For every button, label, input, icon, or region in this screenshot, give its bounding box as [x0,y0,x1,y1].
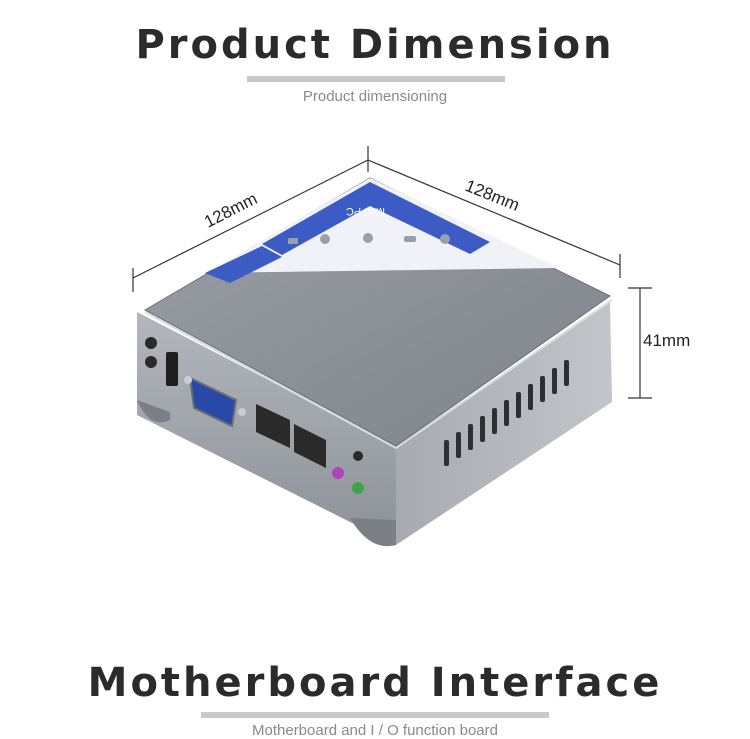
front-io-ports [145,337,364,494]
title-underline [247,76,505,82]
dimension-width-label: 128mm [201,189,260,232]
hdmi-port-icon [166,352,178,386]
side-vents [444,360,569,466]
power-button-icon [145,337,157,349]
section-title-motherboard-interface: Motherboard Interface [87,660,663,706]
section-subtitle-product-dimension: Product dimensioning [302,88,448,105]
dimension-depth-label: 128mm [463,176,523,215]
mini-pc-product-image: 128mm 128mm 41mm Mini-PC [132,146,690,547]
dimension-lines [132,146,652,399]
mic-jack-icon [332,467,344,479]
mini-pc-top-label: Mini-PC [205,178,560,283]
label-brand-text: Mini-PC [346,205,385,217]
lan-port-1-icon [256,404,290,448]
title-underline-bottom [201,712,549,718]
section-subtitle-motherboard-interface: Motherboard and I / O function board [252,722,498,739]
audio-jack-icon [352,482,364,494]
vga-port-icon [188,376,238,428]
dimension-height-label: 41mm [643,331,690,350]
reset-button-icon [145,356,157,368]
lan-port-2-icon [294,424,326,468]
section-title-product-dimension: Product Dimension [135,22,615,68]
